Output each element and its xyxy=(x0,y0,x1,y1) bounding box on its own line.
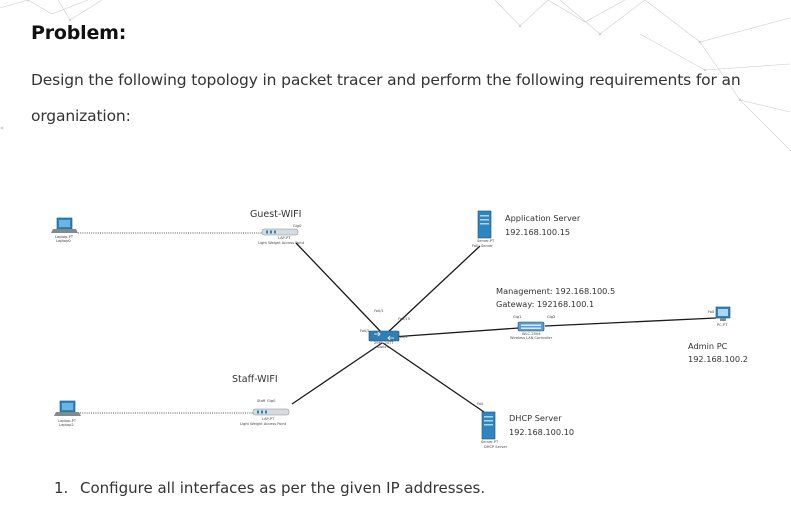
staff-ap-port: Gig0 xyxy=(267,399,276,403)
app-server-ip: 192.168.100.15 xyxy=(505,227,571,237)
laptop0-name: Laptop0 xyxy=(56,239,71,243)
guest-wifi-label: Guest-WIFI xyxy=(250,209,302,220)
wlc-gateway: Gateway: 192168.100.1 xyxy=(496,299,595,309)
staff-ap-model: LAP-PT xyxy=(262,417,275,421)
admin-pc-title: Admin PC xyxy=(688,341,728,351)
dhcp-server-ip: 192.168.100.10 xyxy=(509,427,575,437)
laptop-icon xyxy=(51,217,78,233)
laptop-icon xyxy=(54,400,81,416)
pc-icon xyxy=(715,306,731,321)
wlc-model: WLC-2504 xyxy=(522,332,541,336)
guest-ap-port: Gig0 xyxy=(293,224,302,228)
requirement-item: 1. Configure all interfaces as per the gi… xyxy=(54,479,485,497)
dhcp-server-name: DHCP Server xyxy=(484,445,508,449)
guest-ap-caption: Light Weight Access Point xyxy=(258,241,305,245)
switch-port-top: Fa0/1 xyxy=(374,309,384,313)
access-point-icon xyxy=(252,408,290,416)
laptop2-name: Laptop2 xyxy=(59,423,74,427)
access-point-icon xyxy=(261,228,299,236)
laptop2-model: Laptop-PT xyxy=(58,419,77,423)
app-server-model: Server-PT xyxy=(477,239,495,243)
link-wlc-admin-pc xyxy=(544,317,717,327)
switch-port-right: Fa0/15 xyxy=(398,317,411,321)
admin-pc-ip: 192.168.100.2 xyxy=(688,354,748,364)
switch-icon xyxy=(368,330,400,342)
wlc-port-left: Gig1 xyxy=(513,315,522,319)
wlc-port-right: Gig2 xyxy=(547,315,556,319)
switch-caption: Switch xyxy=(377,345,389,349)
app-server-name: Server xyxy=(481,244,493,248)
server-icon xyxy=(481,411,496,440)
switch-model: 2960-24TT xyxy=(374,341,394,345)
server-icon xyxy=(477,210,492,239)
staff-ap-name: Staff xyxy=(257,399,266,403)
problem-heading: Problem: xyxy=(31,22,127,44)
app-server-port: Fa0 xyxy=(472,244,479,248)
intro-text-line-2: organization: xyxy=(31,107,131,125)
guest-ap-model: LAP-PT xyxy=(278,236,291,240)
wlc-caption: Wireless LAN Controller xyxy=(510,336,553,340)
admin-pc-port: Fa0 xyxy=(708,310,715,314)
switch-port-left: Fa0/2 xyxy=(360,329,370,333)
link-switch-wlc xyxy=(391,327,520,338)
wlc-management-ip: Management: 192.168.100.5 xyxy=(496,286,616,296)
dhcp-server-title: DHCP Server xyxy=(509,413,562,423)
requirement-number: 1. xyxy=(54,479,69,497)
link-app-server-switch xyxy=(385,245,481,335)
link-switch-dhcp-server xyxy=(382,342,485,413)
switch-port-right2: Fa0/4 xyxy=(398,335,408,339)
intro-text-line-1: Design the following topology in packet … xyxy=(31,71,741,89)
link-guest-ap-switch xyxy=(295,242,383,334)
wlc-icon xyxy=(517,321,545,332)
laptop0-model: Laptop-PT xyxy=(55,235,74,239)
dhcp-server-port: Fa0 xyxy=(477,402,484,406)
staff-wifi-label: Staff-WIFI xyxy=(232,374,278,385)
dhcp-server-model: Server-PT xyxy=(481,440,499,444)
app-server-title: Application Server xyxy=(505,213,581,223)
staff-ap-caption: Light Weight Access Point xyxy=(240,422,287,426)
admin-pc-model: PC-PT xyxy=(717,323,728,327)
link-switch-staff-ap xyxy=(291,342,383,405)
requirement-text: Configure all interfaces as per the give… xyxy=(80,479,486,497)
